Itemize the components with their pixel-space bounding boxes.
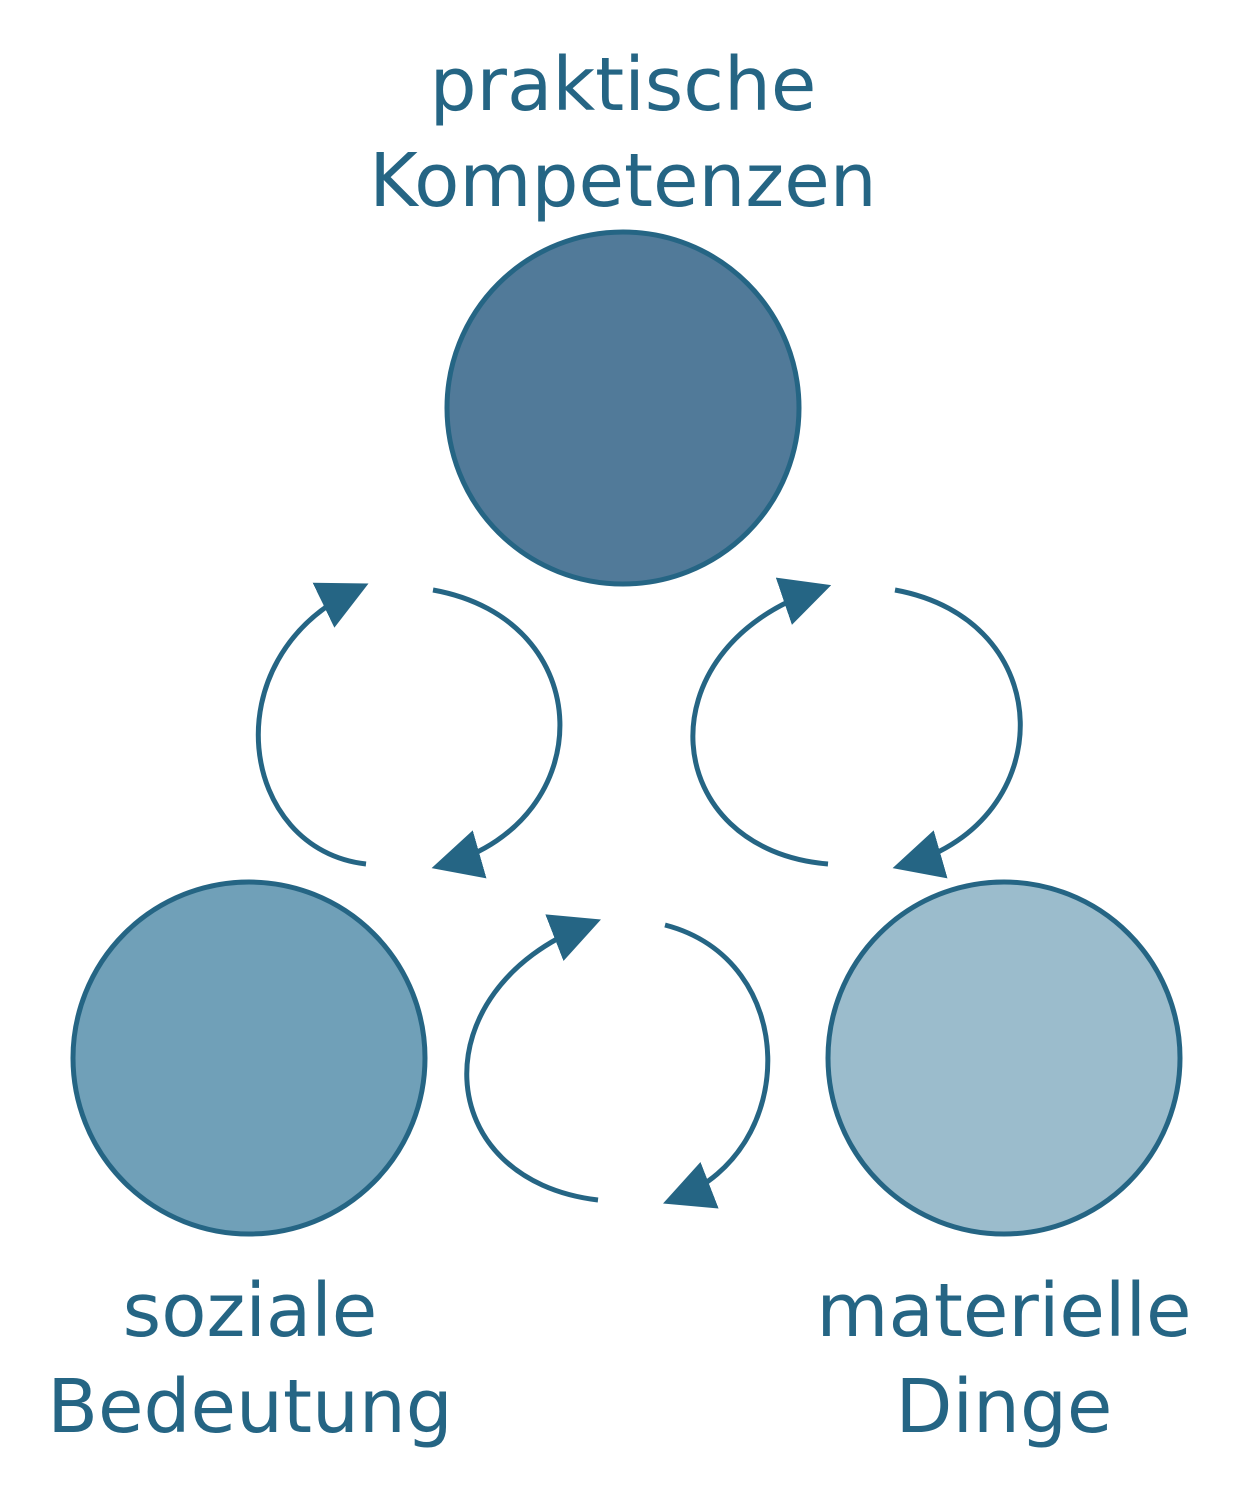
node-social-meaning — [70, 879, 428, 1237]
arrow-bottom-cycle-upper — [464, 914, 601, 1203]
label-practical-competences: praktische Kompetenzen — [323, 37, 923, 229]
label-social-meaning-line1: soziale — [122, 1268, 378, 1354]
label-social-meaning: soziale Bedeutung — [0, 1263, 500, 1455]
arrow-right-cycle-lower — [892, 587, 1023, 879]
label-practical-competences-line2: Kompetenzen — [369, 138, 877, 224]
arrow-bottom-cycle-lower — [663, 922, 771, 1209]
label-practical-competences-line1: praktische — [429, 42, 817, 128]
node-material-things — [825, 879, 1183, 1237]
cycle-arrows-left-icon — [255, 582, 563, 879]
node-practical-competences — [444, 229, 802, 587]
cycle-arrows-right-icon — [690, 577, 1023, 879]
label-social-meaning-line2: Bedeutung — [47, 1364, 453, 1450]
label-material-things: materielle Dinge — [754, 1263, 1246, 1455]
arrow-right-cycle-upper — [690, 577, 832, 867]
label-material-things-line1: materielle — [816, 1268, 1192, 1354]
arrow-left-cycle-lower — [431, 587, 563, 879]
arrow-left-cycle-upper — [255, 582, 369, 867]
label-material-things-line2: Dinge — [895, 1364, 1113, 1450]
cycle-arrows-bottom-icon — [464, 914, 771, 1209]
